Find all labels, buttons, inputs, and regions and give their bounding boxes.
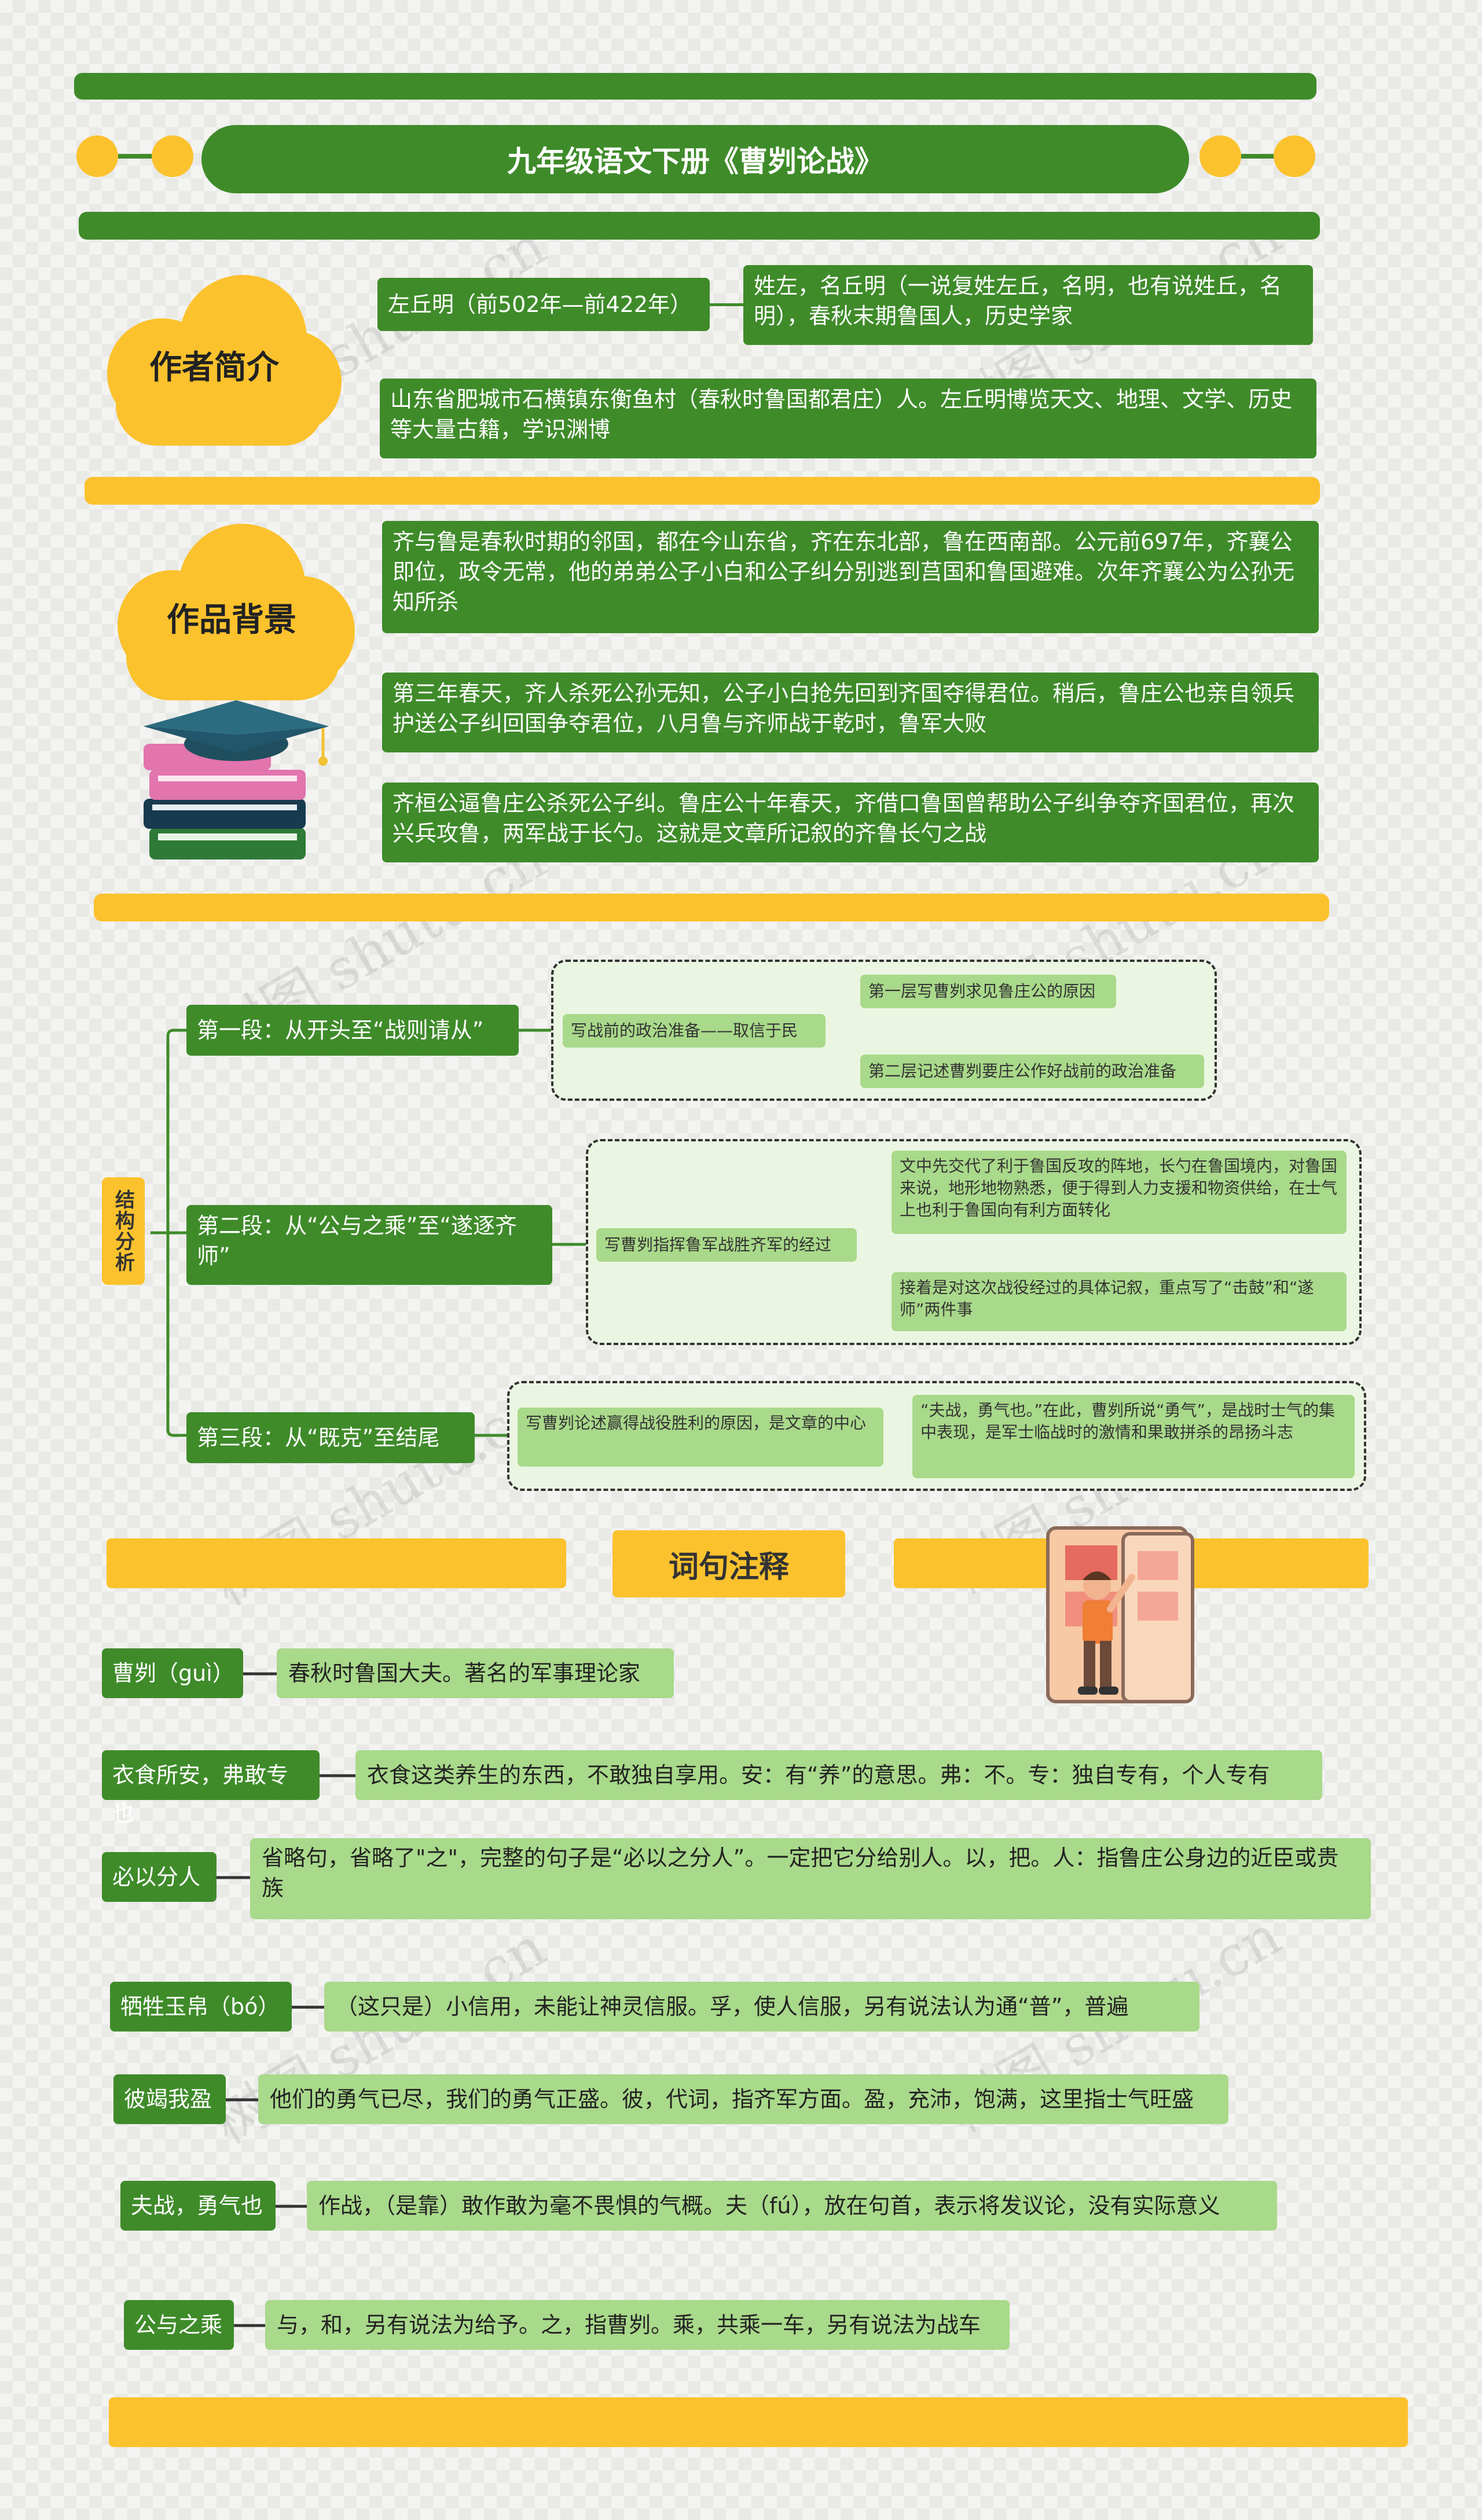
author-heading: 作者简介	[149, 349, 279, 387]
notes-heading: 词句注释	[668, 1549, 789, 1585]
author-cloud	[107, 275, 342, 446]
author-name: 左丘明（前502年—前422年）	[377, 278, 710, 331]
right-connector	[1241, 154, 1276, 159]
note-term-1: 曹刿（guì）	[102, 1648, 243, 1698]
section-3-summary: 写曹刿论述赢得战役胜利的原因，是文章的中心	[518, 1408, 883, 1467]
left-dot-inner	[152, 135, 193, 177]
notes-connectors	[217, 1672, 355, 2327]
notes-left-bar	[107, 1538, 566, 1588]
author-identity: 姓左，名丘明（一说复姓左丘，名明，也有说姓丘，名明），春秋末期鲁国人，历史学家	[743, 265, 1313, 345]
section-2-label: 第二段：从“公与之乘”至“遂逐齐师”	[186, 1205, 552, 1285]
left-connector	[118, 154, 153, 159]
section-3-label: 第三段：从“既克”至结尾	[186, 1412, 475, 1463]
background-cloud	[118, 524, 355, 700]
note-text-3: 省略句，省略了"之"，完整的句子是“必以之分人”。一定把它分给别人。以，把。人：…	[250, 1838, 1371, 1919]
right-dot-inner	[1199, 135, 1241, 177]
header-bottom-bar	[79, 212, 1320, 240]
section-1-summary: 写战前的政治准备——取信于民	[563, 1014, 826, 1048]
section-3-detail-1: “夫战，勇气也。”在此，曹刿所说“勇气”，是战时士气的集中表现，是军士临战时的激…	[912, 1395, 1355, 1478]
note-term-5: 彼竭我盈	[113, 2074, 226, 2124]
section-2-detail-1: 文中先交代了利于鲁国反攻的阵地，长勺在鲁国境内，对鲁国来说，地形地物熟悉，便于得…	[892, 1151, 1347, 1234]
note-text-1: 春秋时鲁国大夫。著名的军事理论家	[277, 1648, 674, 1698]
background-item-3: 齐桓公逼鲁庄公杀死公子纠。鲁庄公十年春天，齐借口鲁国曾帮助公子纠争夺齐国君位，再…	[382, 783, 1319, 862]
structure-root: 结构分析	[102, 1177, 145, 1285]
note-text-7: 与，和，另有说法为给予。之，指曹刿。乘，共乘一车，另有说法为战车	[265, 2300, 1010, 2350]
note-term-7: 公与之乘	[124, 2300, 234, 2350]
footer-bar	[109, 2397, 1408, 2447]
left-dot-outer	[76, 135, 118, 177]
divider-author	[85, 477, 1320, 505]
reader-illustration-icon	[1046, 1526, 1194, 1703]
notes-heading-box: 词句注释	[612, 1530, 845, 1597]
structure-root-label: 结构分析	[111, 1189, 135, 1273]
note-text-6: 作战，（是靠）敢作敢为毫不畏惧的气概。夫（fú），放在句首，表示将发议论，没有实…	[307, 2181, 1277, 2231]
note-term-4: 牺牲玉帛（bó）	[110, 1982, 292, 2032]
divider-background	[94, 894, 1329, 921]
page-title: 九年级语文下册《曹刿论战》	[507, 145, 883, 178]
author-connector	[710, 303, 743, 306]
note-text-2: 衣食这类养生的东西，不敢独自享用。安：有“养”的意思。弗：不。专：独自专有，个人…	[355, 1750, 1322, 1800]
section-2-summary: 写曹刿指挥鲁军战胜齐军的经过	[596, 1228, 857, 1262]
background-item-1: 齐与鲁是春秋时期的邻国，都在今山东省，齐在东北部，鲁在西南部。公元前697年，齐…	[382, 521, 1319, 633]
section-1-detail-1: 第一层写曹刿求见鲁庄公的原因	[860, 975, 1116, 1008]
note-text-4: （这只是）小信用，未能让神灵信服。孚，使人信服，另有说法认为通“普”，普遍	[324, 1982, 1199, 2032]
note-text-5: 他们的勇气已尽，我们的勇气正盛。彼，代词，指齐军方面。盈，充沛，饱满，这里指士气…	[258, 2074, 1228, 2124]
note-term-6: 夫战，勇气也	[120, 2181, 276, 2231]
section-1-detail-2: 第二层记述曹刿要庄公作好战前的政治准备	[860, 1055, 1204, 1088]
top-bar	[74, 73, 1316, 100]
note-term-2: 衣食所安，弗敢专也	[102, 1750, 320, 1826]
author-place: 山东省肥城市石横镇东衡鱼村（春秋时鲁国都君庄）人。左丘明博览天文、地理、文学、历…	[380, 379, 1316, 458]
background-heading: 作品背景	[167, 601, 296, 639]
section-2-detail-2: 接着是对这次战役经过的具体记叙，重点写了“击鼓”和“遂师”两件事	[892, 1272, 1347, 1331]
background-item-2: 第三年春天，齐人杀死公孙无知，公子小白抢先回到齐国夺得君位。稍后，鲁庄公也亲自领…	[382, 673, 1319, 752]
section-1-label: 第一段：从开头至“战则请从”	[186, 1005, 519, 1056]
books-graduation-cap-icon	[144, 700, 329, 859]
title-pill: 九年级语文下册《曹刿论战》	[201, 125, 1189, 193]
right-dot-outer	[1274, 135, 1315, 177]
note-term-3: 必以分人	[102, 1852, 217, 1902]
